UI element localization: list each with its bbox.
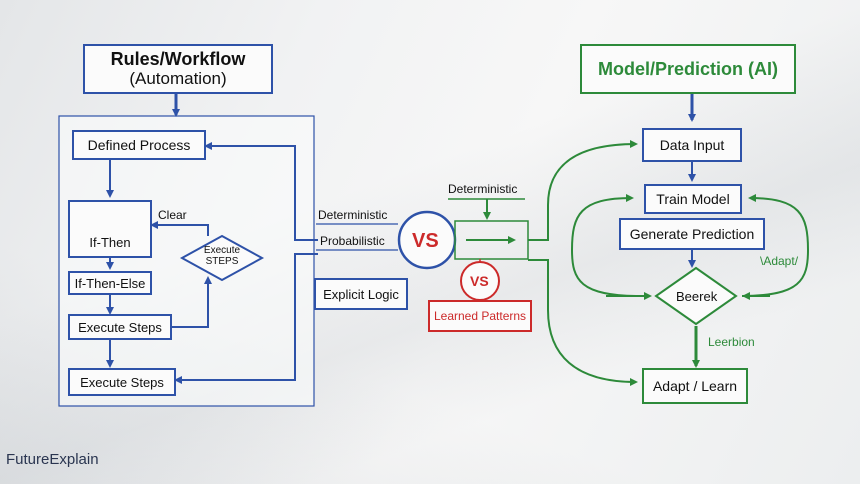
adapt-learn-box[interactable]: Adapt / Learn	[642, 368, 748, 404]
clear-label: Clear	[158, 208, 187, 222]
loop-right	[741, 194, 810, 297]
loop-left	[570, 194, 641, 297]
learned-patterns-box[interactable]: Learned Patterns	[428, 300, 532, 332]
execute-steps-box-1[interactable]: Execute Steps	[68, 314, 172, 340]
train-model-box[interactable]: Train Model	[644, 184, 742, 214]
learn-label: Leerbion	[708, 335, 755, 349]
beerek-diamond-shape	[654, 266, 738, 326]
rules-workflow-title-line2: (Automation)	[129, 69, 227, 88]
arrow-execute-to-diamond	[172, 276, 212, 328]
branch-down-stem	[528, 259, 549, 310]
if-then-box[interactable]: If-Then	[68, 200, 152, 258]
vs-main-label: VS	[412, 230, 439, 252]
arrow-to-ifthen-clear	[150, 221, 209, 229]
beerek-diamond-label: Beerek	[676, 289, 718, 304]
arrow-to-adapt-learn	[547, 309, 638, 386]
rules-workflow-title: Rules/Workflow (Automation)	[83, 44, 273, 94]
arrow-deterministic-to-defined	[204, 142, 318, 241]
if-then-label: If-Then	[89, 235, 131, 250]
explicit-logic-box[interactable]: Explicit Logic	[314, 278, 408, 310]
probabilistic-label: Probabilistic	[320, 234, 385, 248]
rules-workflow-title-line1: Rules/Workflow	[110, 49, 246, 69]
branch-up-stem	[528, 205, 549, 241]
adapt-label: \Adapt/	[760, 254, 799, 268]
arrow-to-data-input	[547, 140, 638, 206]
generate-prediction-box[interactable]: Generate Prediction	[619, 218, 765, 250]
execute-steps-box-2[interactable]: Execute Steps	[68, 368, 176, 396]
defined-process-box[interactable]: Defined Process	[72, 130, 206, 160]
deterministic-label: Deterministic	[318, 208, 388, 222]
brand-footer: FutureExplain	[6, 451, 99, 468]
model-prediction-title: Model/Prediction (AI)	[580, 44, 796, 94]
execute-steps-diamond-label: Execute STEPS	[203, 245, 241, 267]
vs-secondary-label: VS	[470, 273, 489, 289]
deterministic-right-label: Deterministic	[448, 182, 518, 196]
if-then-else-box[interactable]: If-Then-Else	[68, 271, 152, 295]
execute-diamond-shape	[179, 234, 265, 282]
arrow-probabilistic-to-execute	[174, 253, 318, 384]
data-input-box[interactable]: Data Input	[642, 128, 742, 162]
